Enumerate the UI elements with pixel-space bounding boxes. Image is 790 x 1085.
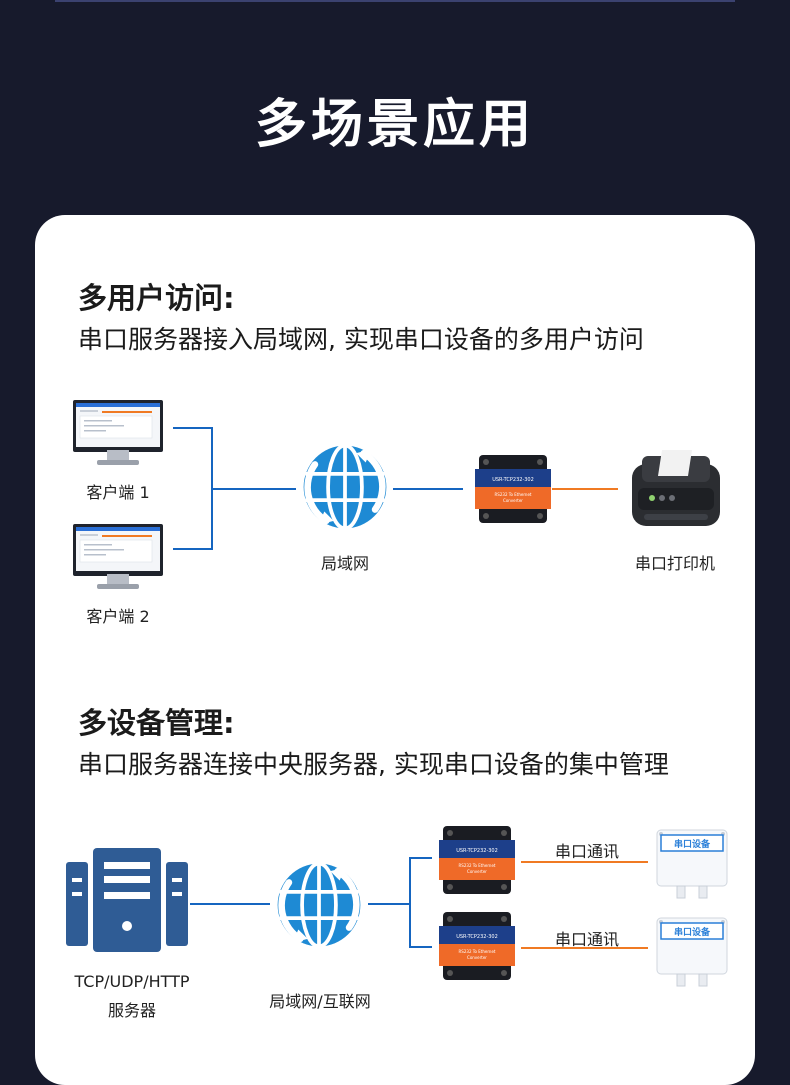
link1-label: 串口通讯 bbox=[554, 842, 619, 861]
page-title: 多场景应用 bbox=[254, 95, 535, 155]
client2-monitor-icon bbox=[73, 524, 163, 589]
svg-text:USR-TCP232-302: USR-TCP232-302 bbox=[456, 848, 498, 854]
serial-server-device-icon: USR-TCP232-302 RS232 To Ethernet Convert… bbox=[475, 455, 551, 523]
network-label: 局域网/互联网 bbox=[269, 992, 371, 1011]
svg-text:USR-TCP232-302: USR-TCP232-302 bbox=[492, 477, 534, 483]
sensor2-label: 串口设备 bbox=[673, 928, 710, 938]
svg-text:RS232 To Ethernet: RS232 To Ethernet bbox=[495, 492, 532, 497]
svg-text:Converter: Converter bbox=[467, 955, 487, 960]
server-label-line1: TCP/UDP/HTTP bbox=[74, 972, 190, 991]
serial-printer-icon bbox=[632, 450, 720, 526]
lan-globe-icon bbox=[303, 443, 387, 531]
serial-server-device-2-icon: USR-TCP232-302 RS232 To Ethernet Convert… bbox=[439, 912, 515, 980]
sensor1-label: 串口设备 bbox=[673, 840, 710, 850]
svg-text:RS232 To Ethernet: RS232 To Ethernet bbox=[459, 863, 496, 868]
server-icon bbox=[66, 848, 188, 952]
serial-server-device-1-icon: USR-TCP232-302 RS232 To Ethernet Convert… bbox=[439, 826, 515, 894]
sensor-box-2-icon bbox=[656, 917, 728, 987]
client2-label: 客户端 2 bbox=[86, 607, 150, 626]
top-divider-line bbox=[55, 0, 735, 2]
svg-text:RS232 To Ethernet: RS232 To Ethernet bbox=[459, 949, 496, 954]
svg-text:Converter: Converter bbox=[503, 498, 523, 503]
printer-label: 串口打印机 bbox=[634, 554, 715, 573]
internet-globe-icon bbox=[277, 861, 361, 949]
serial-device-1: 串口设备 bbox=[655, 828, 729, 900]
sensor-box-1-icon bbox=[656, 829, 728, 899]
section2-heading: 多设备管理: bbox=[78, 706, 235, 740]
lan-label: 局域网 bbox=[320, 554, 369, 573]
svg-text:USR-TCP232-302: USR-TCP232-302 bbox=[456, 934, 498, 940]
section1-description: 串口服务器接入局域网, 实现串口设备的多用户访问 bbox=[78, 325, 644, 354]
link2-label: 串口通讯 bbox=[554, 930, 619, 949]
svg-text:Converter: Converter bbox=[467, 869, 487, 874]
connection-lines bbox=[173, 427, 648, 949]
section2-description: 串口服务器连接中央服务器, 实现串口设备的集中管理 bbox=[78, 750, 669, 779]
server-label-line2: 服务器 bbox=[107, 1001, 156, 1020]
client1-label: 客户端 1 bbox=[86, 483, 150, 502]
client1-monitor-icon bbox=[73, 400, 163, 465]
section1-heading: 多用户访问: bbox=[78, 281, 235, 315]
serial-device-2: 串口设备 bbox=[655, 916, 729, 988]
